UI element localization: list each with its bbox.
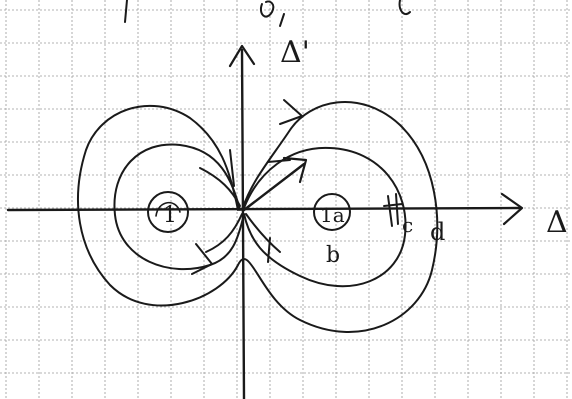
inner-lower-curve bbox=[205, 213, 243, 253]
label-c: c bbox=[402, 213, 413, 237]
right-lower-curve bbox=[245, 213, 281, 253]
upper-tick-mark bbox=[229, 149, 235, 187]
middle-orbit-c bbox=[113, 143, 407, 288]
top-edge-comma bbox=[279, 13, 285, 27]
middle-orbit-arrow-left bbox=[191, 243, 213, 275]
stable-manifold-arrow bbox=[267, 159, 291, 163]
c-crossing-marks bbox=[383, 193, 403, 227]
horizontal-axis bbox=[6, 192, 524, 226]
x-axis-label: Δ bbox=[546, 205, 568, 240]
left-center-point bbox=[147, 191, 189, 233]
unstable-manifold-arrow bbox=[242, 156, 308, 212]
right-center-label: 1a bbox=[320, 203, 345, 227]
inner-upper-curve bbox=[199, 167, 241, 207]
outer-orbit-arrow bbox=[279, 99, 303, 125]
top-edge-stroke-right bbox=[398, 0, 411, 16]
left-center-label: 1 bbox=[163, 203, 177, 228]
label-b: b bbox=[326, 243, 340, 268]
vertical-axis bbox=[228, 44, 256, 399]
y-axis-label: Δ' bbox=[280, 35, 310, 70]
top-edge-stroke-left bbox=[124, 0, 128, 23]
lower-tick-mark bbox=[267, 237, 271, 263]
label-d: d bbox=[430, 218, 445, 246]
top-edge-stroke-mid bbox=[260, 0, 275, 18]
outer-orbit-d bbox=[77, 101, 439, 333]
right-center-point bbox=[313, 193, 351, 231]
